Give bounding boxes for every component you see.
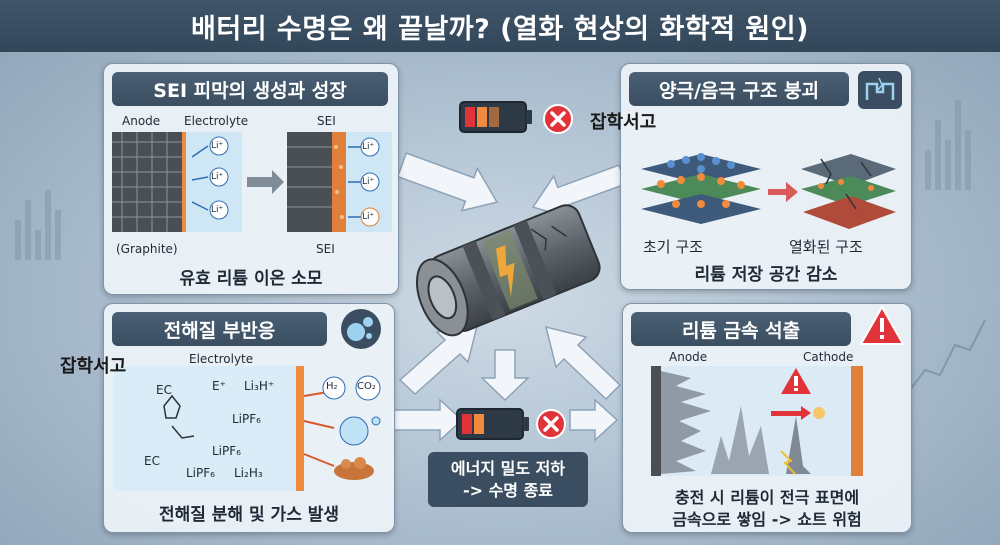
callout-line-2: -> 수명 종료 xyxy=(462,480,554,500)
li-ion-label-6: Li⁺ xyxy=(362,212,375,222)
low-battery-icon-center xyxy=(456,408,529,440)
plating-anode-label: Anode xyxy=(669,350,708,364)
anode-label: Anode xyxy=(122,114,161,128)
graphite-label: (Graphite) xyxy=(116,242,178,256)
x-circle-icon-center xyxy=(536,409,566,439)
gas-co2-label: CO₂ xyxy=(357,381,376,392)
low-battery-icon xyxy=(459,101,532,133)
plating-caption-1: 충전 시 리튬이 전극 표면에 xyxy=(674,488,860,507)
species-lipf6-1: LiPF₆ xyxy=(232,412,261,426)
panel-structure-title: 양극/음극 구조 붕괴 xyxy=(629,72,849,106)
li-ion-label-3: Li⁺ xyxy=(211,205,224,215)
electrolyte-diagram xyxy=(114,366,381,491)
watermark-top: 잡학서고 xyxy=(590,112,657,133)
li-ion-label-5: Li⁺ xyxy=(362,177,375,187)
electrolyte-caption: 전해질 분해 및 가스 발생 xyxy=(158,505,340,525)
structure-diagram xyxy=(641,153,896,229)
li-ion-label-2: Li⁺ xyxy=(211,172,224,182)
sei-label-top: SEI xyxy=(317,114,336,128)
background-bars-right xyxy=(925,100,971,190)
species-li3h: Li₃H⁺ xyxy=(244,379,275,393)
species-ec-2: EC xyxy=(144,454,160,468)
background-line-chart xyxy=(909,319,986,391)
panel-electrolyte-title: 전해질 부반응 xyxy=(112,312,327,346)
species-lipf6-2: LiPF₆ xyxy=(212,444,241,458)
degraded-structure-label: 열화된 구조 xyxy=(789,238,863,256)
panel-plating-title: 리튬 금속 석출 xyxy=(631,312,851,346)
plating-diagram xyxy=(651,366,863,476)
page-title: 배터리 수명은 왜 끝날까? (열화 현상의 화학적 원인) xyxy=(0,0,1000,52)
callout-line-1: 에너지 밀도 저하 xyxy=(450,459,566,478)
initial-structure-label: 초기 구조 xyxy=(643,238,703,256)
broken-structure-icon xyxy=(858,71,902,109)
panel-structure: 양극/음극 구조 붕괴 초기 구조 열화된 구조 리튬 저장 공간 감소 xyxy=(620,63,912,290)
panel-sei: SEI 피막의 생성과 성장 Anode Electrolyte SEI Li⁺… xyxy=(103,63,399,295)
plating-caption-2: 금속으로 쌓임 -> 쇼트 위험 xyxy=(672,510,862,529)
structure-caption: 리튬 저장 공간 감소 xyxy=(694,265,838,285)
watermark-left: 잡학서고 xyxy=(60,356,127,377)
warning-icon xyxy=(859,304,905,345)
panel-plating: 리튬 금속 석출 Anode Cathode 충전 시 리튬이 전극 표면에 금… xyxy=(622,303,912,533)
background-bars-left xyxy=(15,190,61,260)
energy-density-callout: 에너지 밀도 저하 -> 수명 종료 xyxy=(428,452,588,508)
species-ec-1: EC xyxy=(156,383,172,397)
panel-electrolyte: 전해질 부반응 Electrolyte EC E⁺ Li₃H⁺ LiPF₆ EC… xyxy=(103,303,395,533)
species-e-plus: E⁺ xyxy=(212,379,226,393)
panel-sei-title: SEI 피막의 생성과 성장 xyxy=(112,72,388,106)
gas-h2-label: H₂ xyxy=(326,381,338,392)
sei-caption: 유효 리튬 이온 소모 xyxy=(179,269,323,289)
sei-diagram xyxy=(112,132,392,232)
species-lipf6-3: LiPF₆ xyxy=(186,466,215,480)
electrolyte-label: Electrolyte xyxy=(184,114,249,128)
bubbles-icon xyxy=(341,309,381,349)
electrolyte-label-2: Electrolyte xyxy=(189,352,254,366)
degraded-battery-illustration xyxy=(416,204,601,337)
li-ion-label-4: Li⁺ xyxy=(362,142,375,152)
sei-label-bottom: SEI xyxy=(316,242,335,256)
li-ion-label-1: Li⁺ xyxy=(211,141,224,151)
x-circle-icon xyxy=(543,104,573,134)
species-li2h3: Li₂H₃ xyxy=(234,466,263,480)
plating-cathode-label: Cathode xyxy=(803,350,854,364)
